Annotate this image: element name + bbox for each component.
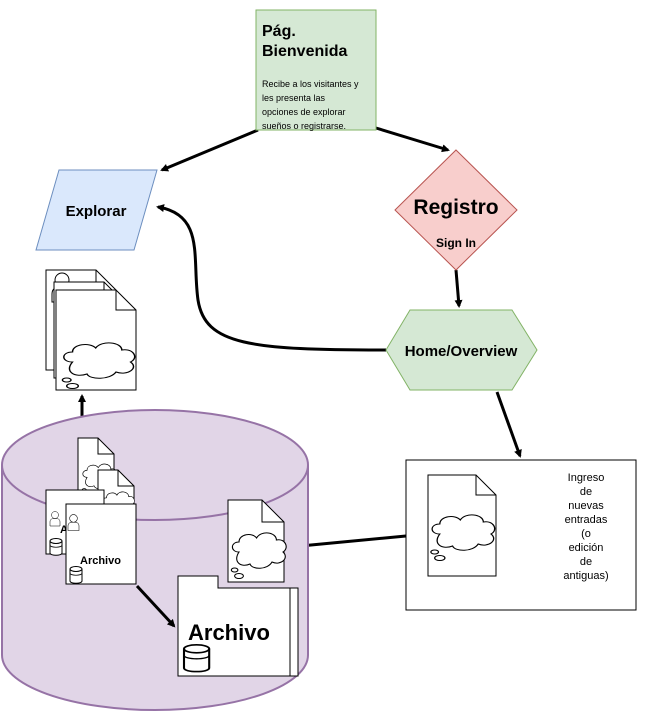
welcome-desc-line4: sueños o registrarse. xyxy=(262,121,346,131)
archive-node[interactable]: A Archivo Archivo xyxy=(1,409,309,711)
ingreso-document-icon xyxy=(427,474,497,577)
registro-node[interactable]: Registro Sign In xyxy=(394,149,518,271)
arrow-home-to-explorar xyxy=(156,204,387,352)
ingreso-text-line1: Ingreso xyxy=(568,472,605,484)
ingreso-node[interactable]: Ingreso de nuevas entradas (o edición de… xyxy=(405,459,637,611)
welcome-title-line2: Bienvenida xyxy=(262,43,347,60)
explorar-label: Explorar xyxy=(66,203,127,220)
welcome-title-line1: Pág. xyxy=(262,23,296,40)
archive-incoming-document xyxy=(227,499,287,583)
home-label: Home/Overview xyxy=(405,343,518,360)
arrow-welcome-to-registro xyxy=(375,126,450,153)
registro-title: Registro xyxy=(413,196,498,219)
welcome-desc-line3: opciones de explorar xyxy=(262,107,346,117)
explorar-shape xyxy=(35,169,158,251)
archive-folder-label: Archivo xyxy=(188,620,270,645)
ingreso-text-line5: (o xyxy=(581,528,591,540)
ingreso-text-line8: antiguas) xyxy=(563,570,608,582)
ingreso-text-line7: de xyxy=(580,556,592,568)
archive-file-card-label: Archivo xyxy=(80,555,121,567)
document-cloud-front xyxy=(55,289,137,391)
home-shape xyxy=(385,309,538,391)
welcome-node[interactable]: Pág. Bienvenida Recibe a los visitantes … xyxy=(255,9,377,131)
arrow-registro-to-home xyxy=(454,269,463,308)
ingreso-text-line2: de xyxy=(580,486,592,498)
arrow-welcome-to-explorar xyxy=(160,128,259,172)
explorar-node[interactable]: Explorar xyxy=(35,169,158,251)
registro-subtitle: Sign In xyxy=(436,236,476,250)
arrow-file-card-to-folder xyxy=(135,584,176,628)
database-icon xyxy=(69,566,83,584)
explorar-document-stack xyxy=(45,269,137,391)
archive-folder: Archivo xyxy=(177,575,299,677)
welcome-desc-line1: Recibe a los visitantes y xyxy=(262,79,359,89)
arrow-ingreso-to-archive xyxy=(288,534,407,551)
database-icon xyxy=(182,643,211,673)
registro-shape xyxy=(394,149,518,271)
ingreso-text-line6: edición xyxy=(569,542,604,554)
database-icon xyxy=(49,538,63,556)
home-node[interactable]: Home/Overview xyxy=(385,309,538,391)
archive-file-card-front: Archivo xyxy=(65,503,137,585)
welcome-desc-line2: les presenta las xyxy=(262,93,326,103)
ingreso-text-line4: entradas xyxy=(565,514,608,526)
ingreso-text-line3: nuevas xyxy=(568,500,604,512)
archive-file-card-label-cut: A xyxy=(60,524,68,536)
welcome-box xyxy=(255,9,377,131)
arrow-home-to-ingreso xyxy=(495,391,522,458)
